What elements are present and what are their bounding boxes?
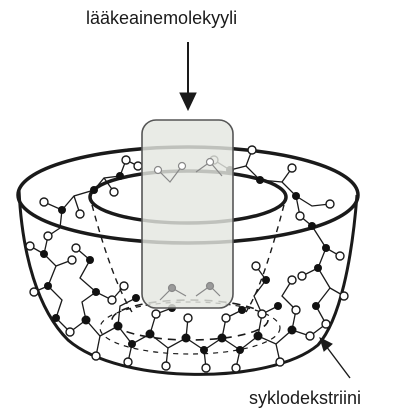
drug-arrow — [180, 42, 196, 110]
drug-molecule — [142, 120, 233, 308]
drug-molecule-label: lääkeainemolekyyli — [86, 8, 237, 29]
cyclodextrin-arrow — [320, 338, 350, 378]
cyclodextrin-label: syklodekstriini — [249, 388, 361, 409]
